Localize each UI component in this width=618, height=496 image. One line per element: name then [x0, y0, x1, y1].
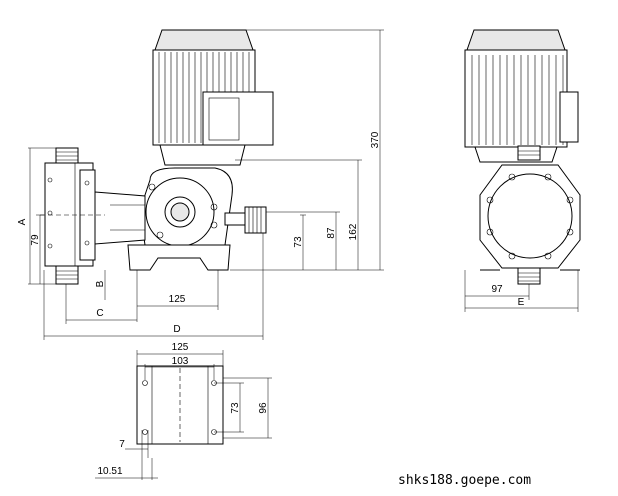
- side-view-dimensions: 370 162 87 73 A 79 B 125 C: [17, 29, 384, 340]
- front-view: [464, 29, 581, 285]
- base-plate-view: [136, 365, 224, 445]
- dim-87-label: 87: [326, 227, 337, 239]
- mount-hole: [142, 429, 148, 435]
- dim-e-label: E: [518, 297, 525, 308]
- dim-79-label: 79: [30, 234, 41, 246]
- dim-c-label: C: [96, 308, 103, 319]
- pump-connector: [94, 191, 146, 245]
- discharge-valve: [55, 147, 79, 164]
- dim-plate-73-label: 73: [230, 402, 241, 414]
- dim-b-label: B: [95, 280, 106, 287]
- dim-plate-103-label: 103: [172, 356, 189, 367]
- motor-flange: [159, 144, 246, 166]
- front-suction-valve: [517, 267, 541, 285]
- dim-97-label: 97: [491, 284, 503, 295]
- dim-162-label: 162: [348, 223, 359, 240]
- side-view: [40, 29, 274, 285]
- stroke-adjust-shaft: [224, 212, 248, 226]
- stroke-adjust-knob: [244, 206, 267, 234]
- base-plate-dimensions: 125 103 73 96 7 10.51: [95, 342, 272, 480]
- dim-plate-125-label: 125: [172, 342, 189, 353]
- mount-hole: [142, 380, 148, 386]
- dim-370-label: 370: [370, 131, 381, 148]
- dim-125-label: 125: [169, 294, 186, 305]
- dim-d-label: D: [173, 324, 180, 335]
- front-motor-fan-cover: [466, 29, 566, 51]
- front-motor-body: [464, 49, 568, 148]
- dim-a-label: A: [17, 218, 28, 225]
- watermark-text: shks188.goepe.com: [398, 473, 531, 488]
- pump-base: [127, 244, 231, 271]
- front-diaphragm: [487, 173, 573, 259]
- terminal-box: [202, 91, 274, 146]
- front-motor-flange: [474, 146, 558, 163]
- dim-slot-7-label: 7: [119, 439, 125, 450]
- dim-plate-96-label: 96: [258, 402, 269, 414]
- front-terminal-box: [559, 91, 579, 143]
- motor-fan-cover: [154, 29, 254, 51]
- dim-73-label: 73: [293, 236, 304, 248]
- front-view-dimensions: 97 E: [464, 270, 579, 312]
- front-motor-fins: [471, 55, 564, 145]
- dim-slot-10-51-label: 10.51: [97, 466, 122, 477]
- front-discharge-valve: [517, 145, 541, 161]
